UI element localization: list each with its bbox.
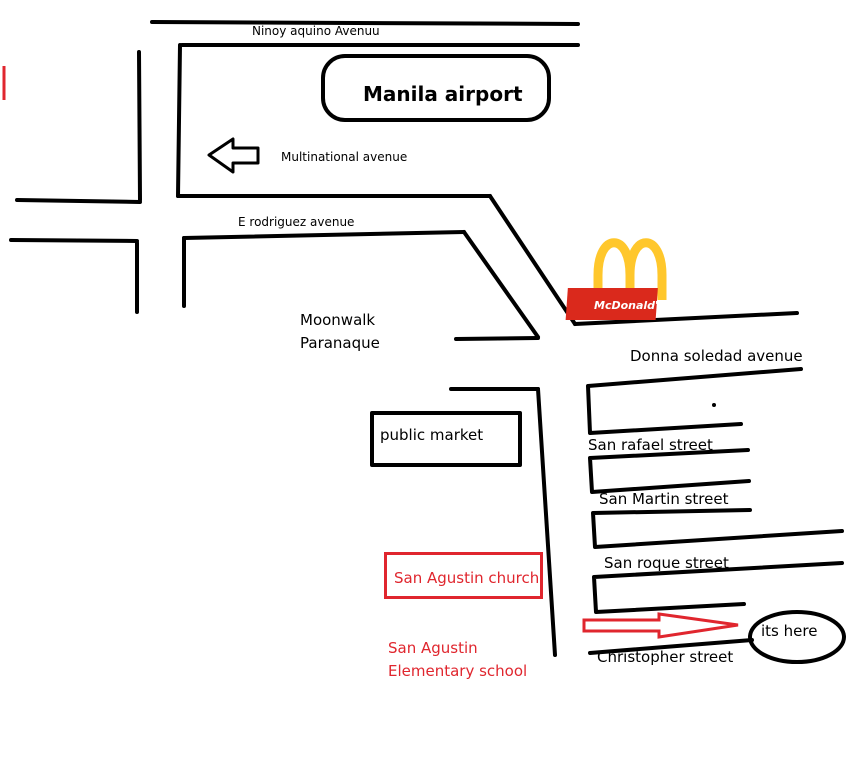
map-dot bbox=[712, 403, 716, 407]
left-arrow-icon bbox=[207, 137, 260, 174]
street-label-san-rafael: San rafael street bbox=[588, 436, 713, 454]
road-west-vertical-b bbox=[176, 43, 182, 198]
public-market-building bbox=[370, 411, 522, 467]
place-label-paranaque: Paranaque bbox=[300, 334, 380, 352]
road-south-main bbox=[536, 387, 557, 657]
road-west-horizontal-top bbox=[15, 198, 142, 204]
church-box bbox=[384, 552, 543, 599]
street-label-multinational: Multinational avenue bbox=[281, 150, 408, 164]
place-label-church: San Agustin church bbox=[394, 569, 540, 587]
airport-building bbox=[321, 54, 551, 122]
mcdonalds-logo-icon bbox=[565, 238, 667, 320]
road-ninoy-aquino-top bbox=[150, 20, 580, 26]
road-west-horizontal-bottom bbox=[9, 238, 139, 243]
street-san-rafael bbox=[586, 367, 803, 435]
place-label-school-line1: San Agustin bbox=[388, 639, 478, 657]
destination-marker bbox=[748, 610, 846, 664]
road-e-rodriguez bbox=[182, 230, 466, 240]
street-christopher-lower bbox=[588, 638, 754, 655]
airport-label: Manila airport bbox=[363, 82, 523, 106]
street-label-e-rodriguez: E rodriguez avenue bbox=[238, 215, 355, 229]
street-christopher bbox=[592, 561, 844, 614]
road-moonwalk-stub bbox=[454, 336, 540, 341]
destination-label: its here bbox=[761, 622, 818, 640]
street-label-christopher: Christopher street bbox=[597, 648, 734, 666]
place-label-school-line2: Elementary school bbox=[388, 662, 528, 680]
road-donna-soledad bbox=[573, 311, 799, 326]
road-diagonal-east bbox=[488, 194, 577, 326]
road-diagonal-west bbox=[462, 230, 540, 339]
road-west-vertical-a bbox=[137, 50, 142, 202]
street-san-martin bbox=[588, 448, 751, 494]
street-label-san-martin: San Martin street bbox=[599, 490, 729, 508]
street-label-donna-soledad: Donna soledad avenue bbox=[630, 347, 803, 365]
street-san-roque bbox=[591, 508, 844, 549]
right-arrow-icon bbox=[582, 612, 739, 639]
place-label-public-market: public market bbox=[380, 426, 484, 444]
mcdonalds-sign-text: McDonald's bbox=[594, 299, 665, 312]
street-label-san-roque: San roque street bbox=[604, 554, 729, 572]
place-label-moonwalk: Moonwalk bbox=[300, 311, 376, 329]
street-label-ninoy-aquino: Ninoy aquino Avenuu bbox=[252, 24, 380, 38]
